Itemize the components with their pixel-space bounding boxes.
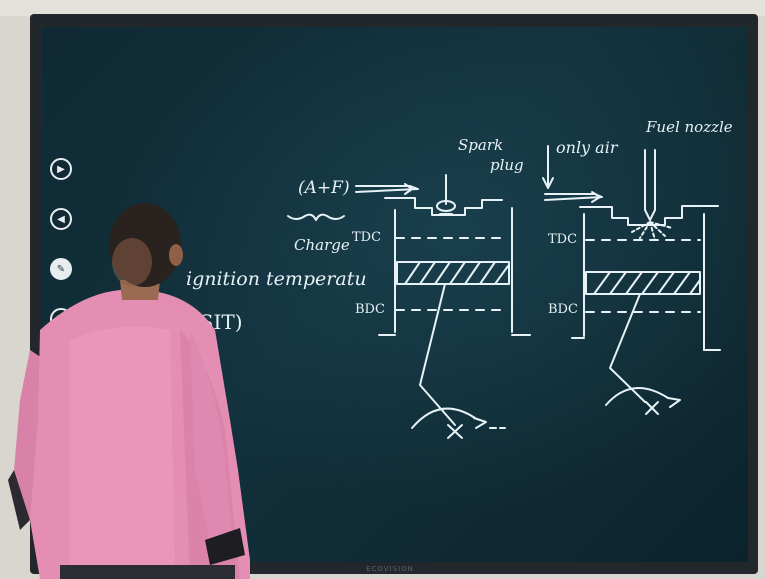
whiteboard-icon[interactable]: ▣ xyxy=(50,308,72,330)
label-plug: plug xyxy=(490,156,524,174)
label-bdc-left: BDC xyxy=(355,302,385,317)
label-sit: (SIT) xyxy=(192,310,243,334)
board-side-toolbar: ▶ ◀ ✎ ▣ xyxy=(50,158,76,338)
label-bdc-right: BDC xyxy=(548,302,578,317)
label-ignition-temperature: ignition temperatu xyxy=(186,268,367,290)
label-charge: Charge xyxy=(294,236,350,254)
label-a-plus-f: (A+F) xyxy=(298,178,350,198)
chevron-right-icon[interactable]: ▶ xyxy=(50,158,72,180)
label-tdc-left: TDC xyxy=(352,230,381,245)
label-spark: Spark xyxy=(458,136,503,154)
label-tdc-right: TDC xyxy=(548,232,577,247)
label-only-air: only air xyxy=(556,138,617,157)
label-fuel-nozzle: Fuel nozzle xyxy=(646,118,733,136)
chevron-left-icon[interactable]: ◀ xyxy=(50,208,72,230)
pen-icon[interactable]: ✎ xyxy=(50,258,72,280)
